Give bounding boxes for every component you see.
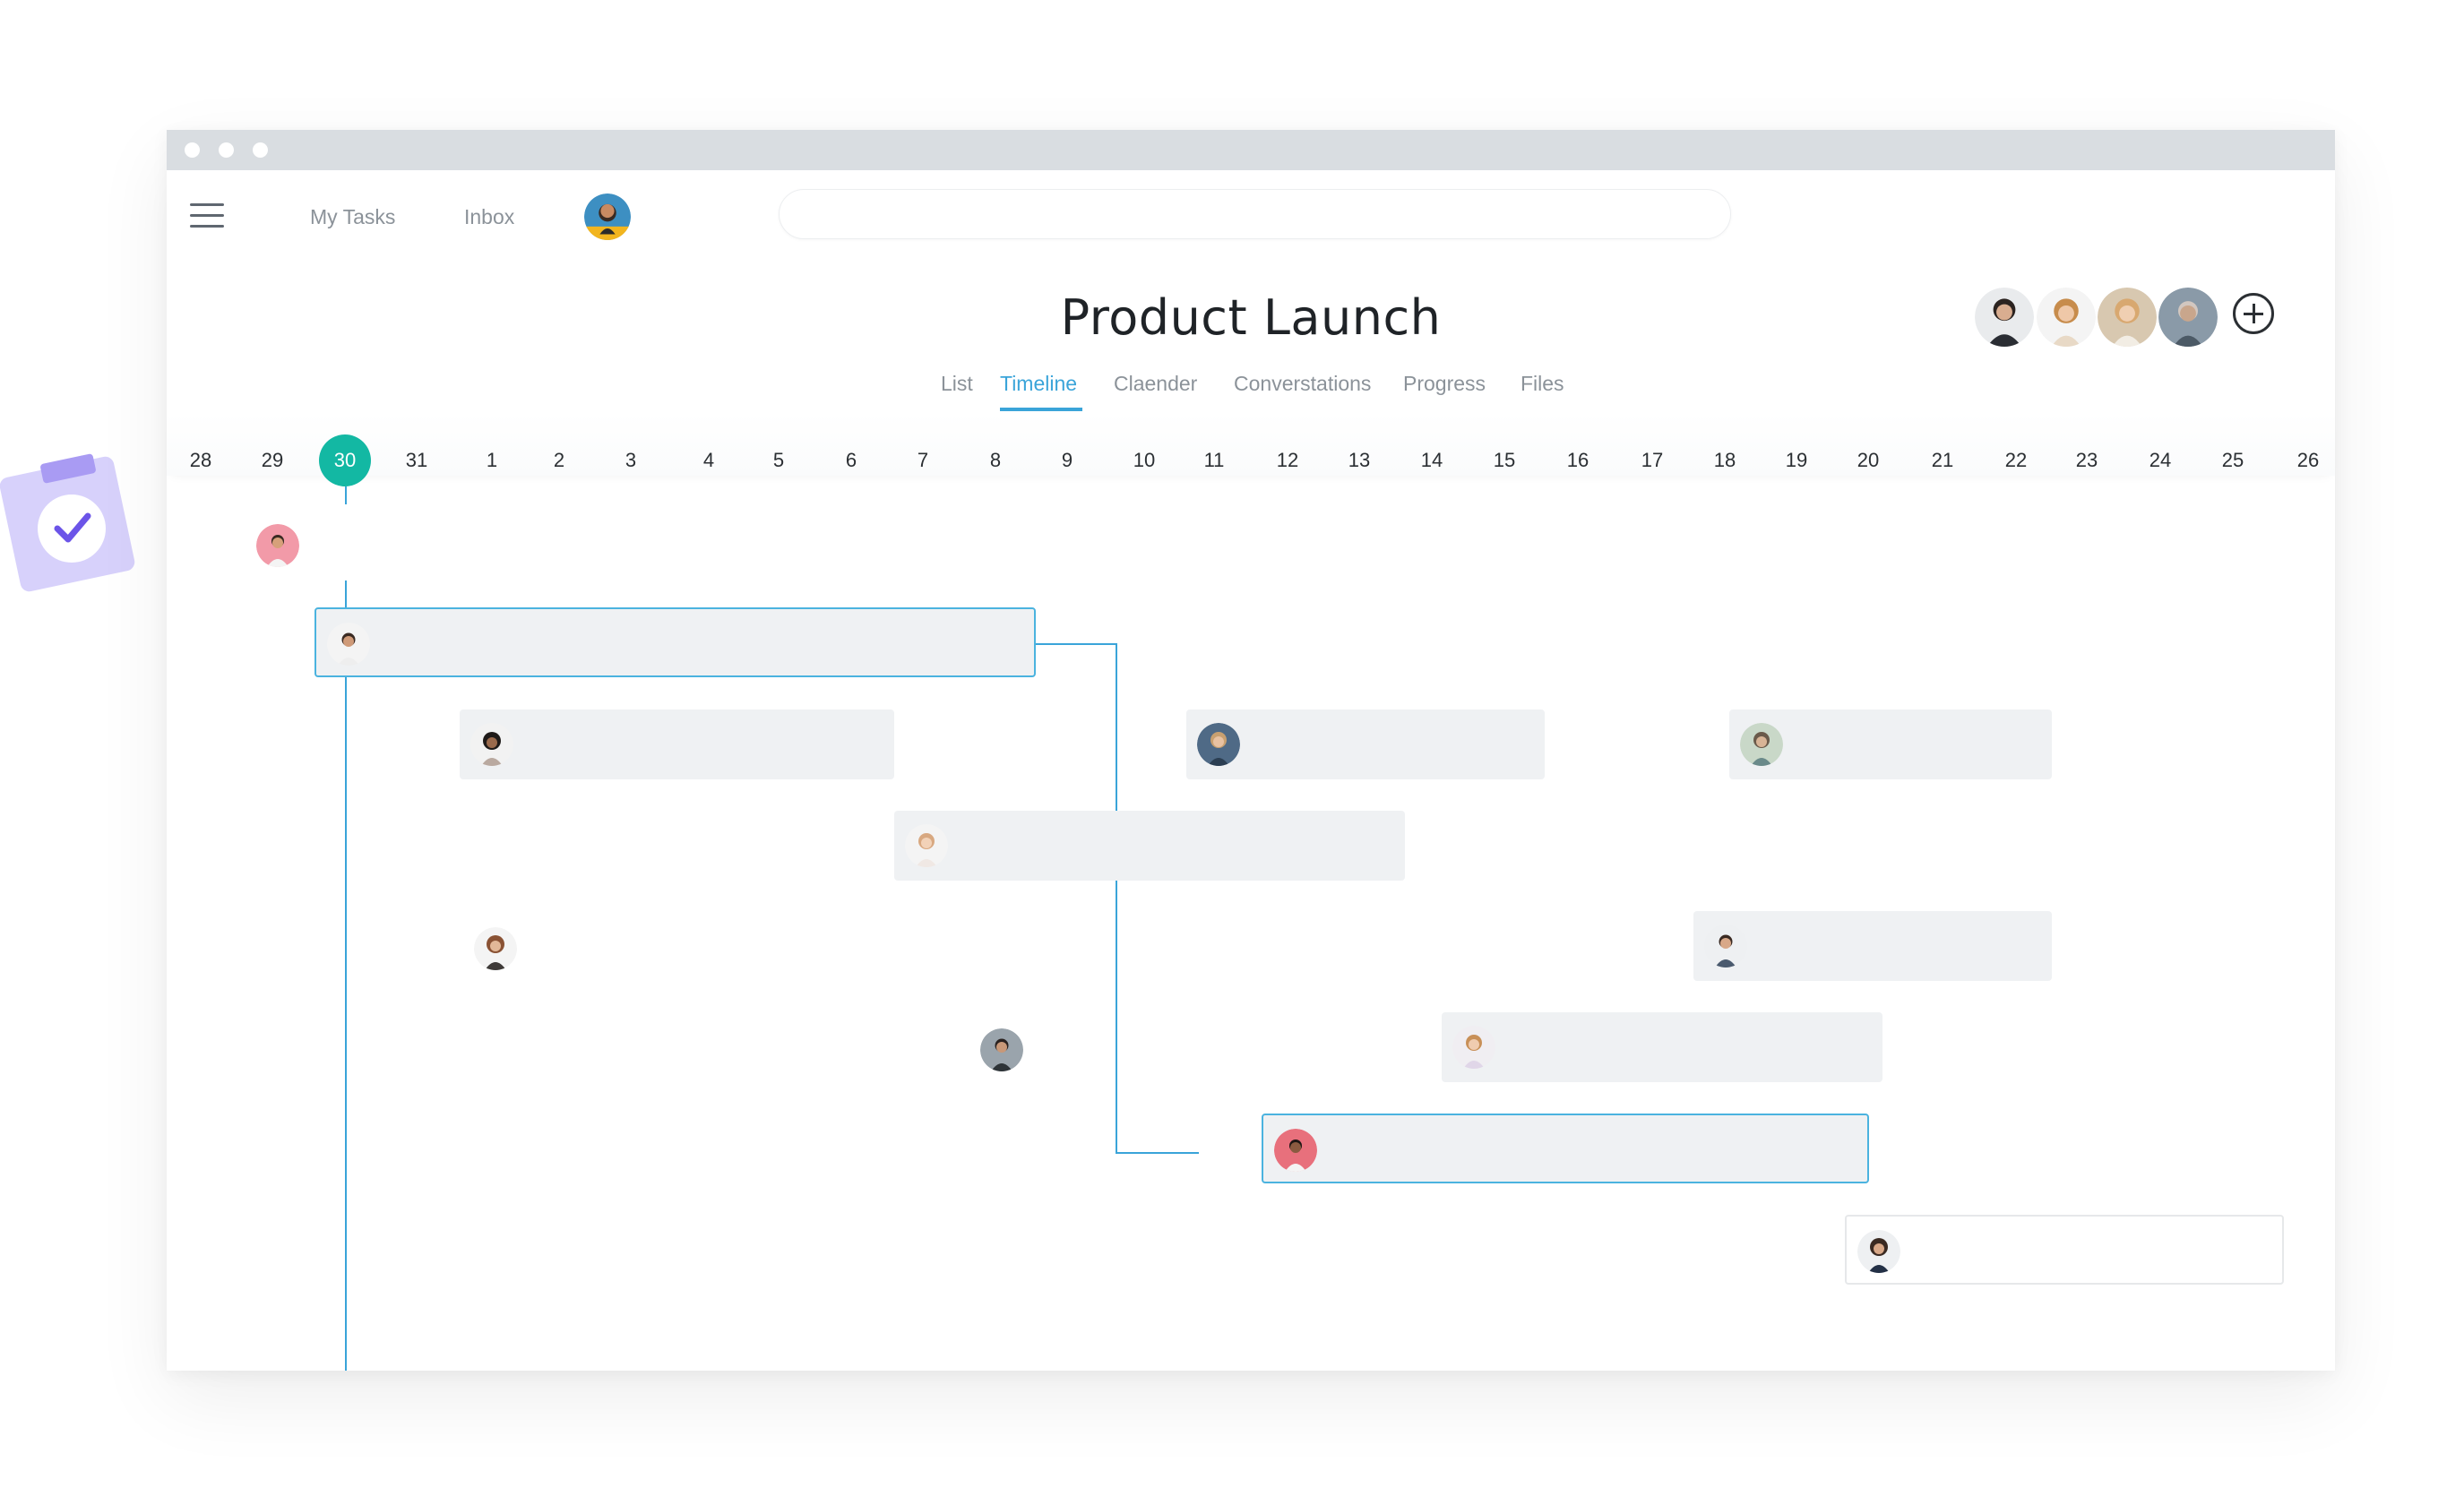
task-assignee-avatar[interactable] xyxy=(905,824,948,867)
date-label: 11 xyxy=(1203,449,1225,471)
task-assignee-avatar[interactable] xyxy=(1704,924,1747,968)
task-bar[interactable] xyxy=(1262,1114,1869,1183)
date-label: 13 xyxy=(1348,449,1371,471)
active-tab-indicator xyxy=(1000,408,1082,411)
task-assignee-avatar[interactable] xyxy=(980,1028,1023,1071)
member-avatar[interactable] xyxy=(1975,288,2034,347)
hamburger-icon[interactable] xyxy=(190,203,224,230)
task-bar[interactable] xyxy=(1729,710,2052,779)
task-assignee-avatar[interactable] xyxy=(1857,1230,1900,1273)
nav-inbox[interactable]: Inbox xyxy=(464,205,515,228)
task-bar[interactable] xyxy=(894,811,1405,881)
date-label: 26 xyxy=(2296,449,2320,471)
task-assignee-avatar[interactable] xyxy=(327,623,370,666)
view-tabs: List Timeline Claender Converstations Pr… xyxy=(167,372,2335,404)
task-assignee-avatar[interactable] xyxy=(1740,723,1783,766)
date-label: 8 xyxy=(989,449,1002,471)
task-bar[interactable] xyxy=(1693,911,2052,981)
date-label: 5 xyxy=(772,449,785,471)
tab-files[interactable]: Files xyxy=(1521,372,1564,395)
timeline-header xyxy=(167,413,2335,476)
user-avatar[interactable] xyxy=(584,194,631,240)
window-minimize-dot[interactable] xyxy=(219,142,234,158)
date-label: 20 xyxy=(1857,449,1880,471)
task-bar[interactable] xyxy=(1442,1012,1882,1082)
window-maximize-dot[interactable] xyxy=(253,142,268,158)
member-avatar[interactable] xyxy=(2037,288,2096,347)
date-label-today: 30 xyxy=(333,449,357,471)
date-label: 16 xyxy=(1566,449,1590,471)
task-assignee-avatar[interactable] xyxy=(474,927,517,970)
date-label: 4 xyxy=(702,449,715,471)
date-label: 3 xyxy=(625,449,637,471)
date-label: 14 xyxy=(1420,449,1443,471)
date-label: 23 xyxy=(2075,449,2098,471)
task-assignee-avatar[interactable] xyxy=(1197,723,1240,766)
date-label: 1 xyxy=(486,449,498,471)
task-bar[interactable] xyxy=(1845,1215,2284,1285)
date-label: 24 xyxy=(2149,449,2172,471)
date-label: 7 xyxy=(917,449,929,471)
task-bar[interactable] xyxy=(1186,710,1545,779)
tab-progress[interactable]: Progress xyxy=(1403,372,1486,395)
task-assignee-avatar[interactable] xyxy=(1274,1129,1317,1172)
page-title: Product Launch xyxy=(1060,289,1442,346)
date-label: 12 xyxy=(1276,449,1299,471)
dependency-connector xyxy=(1034,643,1117,645)
member-avatar[interactable] xyxy=(2098,288,2157,347)
member-avatar[interactable] xyxy=(2158,288,2218,347)
app-window: My Tasks Inbox Product Launch List Timel… xyxy=(167,130,2335,1371)
task-bar[interactable] xyxy=(314,607,1036,677)
tab-timeline[interactable]: Timeline xyxy=(1000,372,1078,395)
date-label: 22 xyxy=(2004,449,2028,471)
date-label: 18 xyxy=(1713,449,1736,471)
date-label: 28 xyxy=(189,449,212,471)
date-label: 10 xyxy=(1133,449,1156,471)
date-label: 21 xyxy=(1931,449,1954,471)
window-close-dot[interactable] xyxy=(185,142,200,158)
today-marker[interactable] xyxy=(319,434,371,486)
today-line xyxy=(345,580,347,1371)
date-label: 2 xyxy=(553,449,565,471)
date-label: 15 xyxy=(1493,449,1516,471)
date-label: 29 xyxy=(261,449,284,471)
task-assignee-avatar[interactable] xyxy=(470,723,513,766)
task-assignee-avatar[interactable] xyxy=(1452,1026,1495,1069)
date-label: 9 xyxy=(1061,449,1073,471)
date-label: 19 xyxy=(1785,449,1808,471)
task-check-badge xyxy=(0,453,137,594)
date-label: 17 xyxy=(1641,449,1664,471)
check-icon xyxy=(38,494,106,563)
window-titlebar xyxy=(167,130,2335,170)
search-input[interactable] xyxy=(779,189,1731,239)
today-line-top xyxy=(345,486,347,504)
date-label: 6 xyxy=(845,449,857,471)
date-label: 25 xyxy=(2221,449,2244,471)
date-label: 31 xyxy=(405,449,428,471)
tab-calendar[interactable]: Claender xyxy=(1114,372,1198,395)
task-bar[interactable] xyxy=(460,710,894,779)
tab-conversations[interactable]: Converstations xyxy=(1234,372,1372,395)
dependency-connector xyxy=(1116,643,1117,1154)
tab-list[interactable]: List xyxy=(941,372,973,395)
add-member-button[interactable] xyxy=(2233,293,2274,334)
dependency-connector xyxy=(1116,1152,1199,1154)
nav-my-tasks[interactable]: My Tasks xyxy=(310,205,396,228)
task-assignee-avatar[interactable] xyxy=(256,524,299,567)
